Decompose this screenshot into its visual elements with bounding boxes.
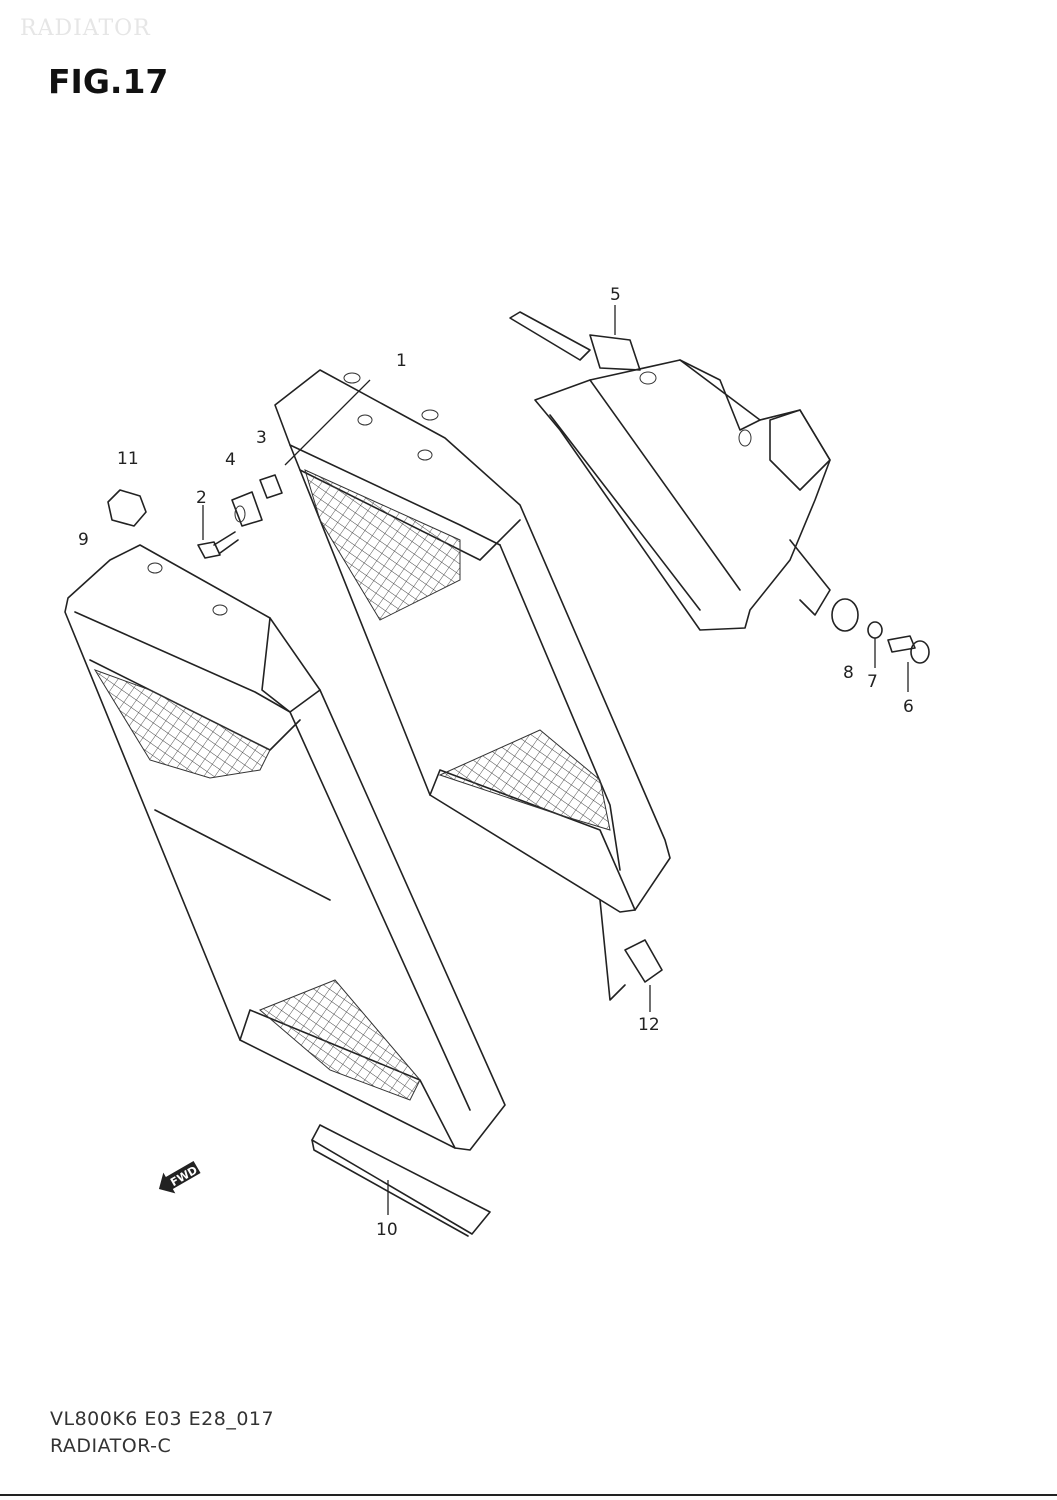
callout-5: 5 (610, 285, 621, 305)
callout-leaders (202, 305, 909, 1215)
cap-part-11 (107, 489, 147, 527)
callout-3: 3 (256, 428, 267, 448)
spacer-part-4 (231, 491, 263, 527)
washer-part-7 (867, 621, 883, 639)
radiator-right-part-1 (274, 369, 671, 1001)
watermark-text: RADIATOR (20, 16, 151, 41)
diagram-code: VL800K6 E03 E28_017 (50, 1408, 275, 1430)
callout-12: 12 (638, 1015, 660, 1035)
leader-1 (284, 379, 371, 466)
callout-10: 10 (376, 1220, 398, 1240)
callout-11: 11 (117, 449, 139, 469)
radiator-left-part-9 (64, 544, 506, 1151)
bolt-part-2 (197, 531, 239, 559)
fwd-arrow: FWD (158, 1160, 201, 1194)
callout-1: 1 (396, 351, 407, 371)
callout-7: 7 (867, 672, 878, 692)
mount-part-12 (624, 939, 663, 983)
bottom-border (0, 1494, 1057, 1496)
callout-8: 8 (843, 663, 854, 683)
grommet-part-3 (259, 474, 283, 499)
callout-2: 2 (196, 488, 207, 508)
callout-9: 9 (78, 530, 89, 550)
figure-title: FIG.17 (48, 62, 169, 101)
fan-assembly-part-5 (509, 311, 831, 631)
callout-labels: 1 2 3 4 5 6 7 8 9 10 11 12 (78, 285, 914, 1240)
spacer-part-8 (831, 598, 859, 632)
diagram-name: RADIATOR-C (50, 1435, 172, 1457)
strip-part-10 (311, 1124, 491, 1237)
callout-6: 6 (903, 697, 914, 717)
bolt-part-6 (887, 635, 930, 664)
callout-4: 4 (225, 450, 236, 470)
